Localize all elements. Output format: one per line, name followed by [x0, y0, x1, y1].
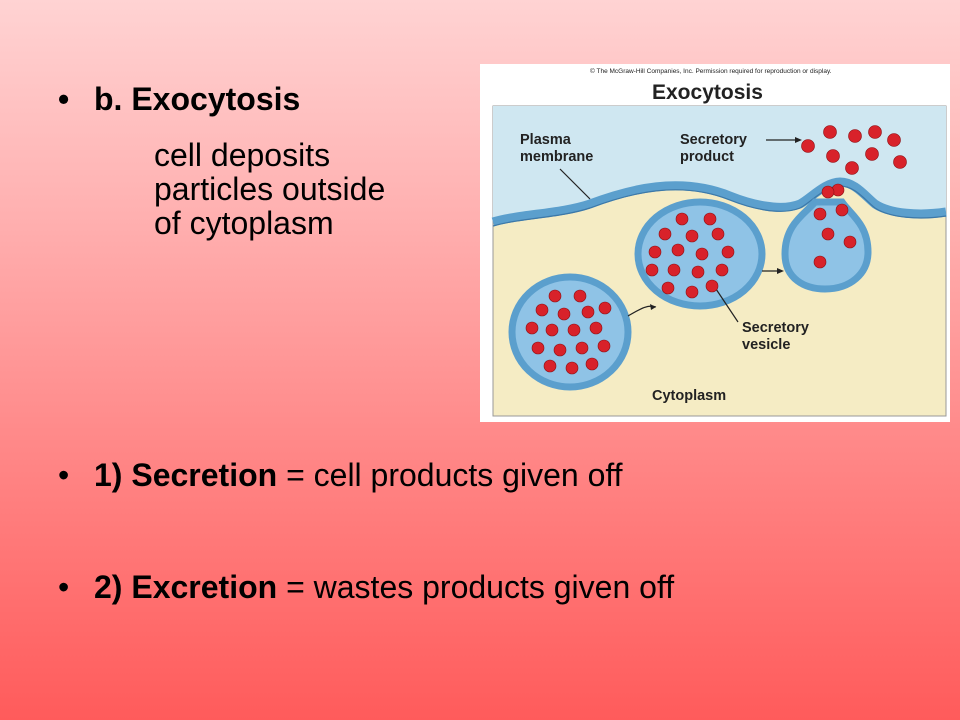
label-secretory-product: Secretory: [680, 132, 747, 148]
copyright-notice: © The McGraw-Hill Companies, Inc. Permis…: [590, 67, 832, 75]
label-membrane: membrane: [520, 149, 593, 165]
bullet-excretion: • 2) Excretion = wastes products given of…: [58, 568, 674, 606]
description-line: of cytoplasm: [154, 205, 334, 241]
label-cytoplasm: Cytoplasm: [652, 388, 726, 404]
label-product: product: [680, 149, 734, 165]
exocytosis-svg: © The McGraw-Hill Companies, Inc. Permis…: [491, 67, 947, 417]
diagram-title: Exocytosis: [652, 81, 763, 104]
plasma-membrane: [491, 177, 947, 227]
label-vesicle: vesicle: [742, 337, 790, 353]
label-pointer: [713, 285, 739, 323]
term-excretion: 2) Excretion: [94, 569, 278, 605]
fusing-vesicle: [781, 198, 872, 293]
label-secretory-vesicle: Secretory: [742, 320, 809, 336]
label-pointer: [559, 168, 591, 200]
exocytosis-description: cell deposits particles outside of cytop…: [154, 138, 385, 240]
secretory-particles: [525, 125, 907, 375]
heading-exocytosis: b. Exocytosis: [94, 81, 301, 117]
bullet-secretion: • 1) Secretion = cell products given off: [58, 456, 623, 494]
description-line: cell deposits: [154, 137, 331, 173]
arrowhead: [777, 268, 784, 274]
term-secretion: 1) Secretion: [94, 457, 278, 493]
bullet-dot: •: [58, 457, 70, 493]
arrowhead: [650, 304, 656, 310]
bullet-dot: •: [58, 569, 70, 605]
bullet-exocytosis: • b. Exocytosis: [58, 80, 300, 118]
description-line: particles outside: [154, 171, 386, 207]
definition-excretion: = wastes products given off: [277, 569, 675, 605]
definition-secretion: = cell products given off: [277, 457, 623, 493]
exocytosis-diagram: © The McGraw-Hill Companies, Inc. Permis…: [480, 64, 950, 422]
bullet-dot: •: [58, 81, 70, 117]
plasma-membrane-inner: [492, 185, 947, 227]
label-plasma: Plasma: [520, 132, 572, 148]
arrowhead: [795, 137, 802, 143]
